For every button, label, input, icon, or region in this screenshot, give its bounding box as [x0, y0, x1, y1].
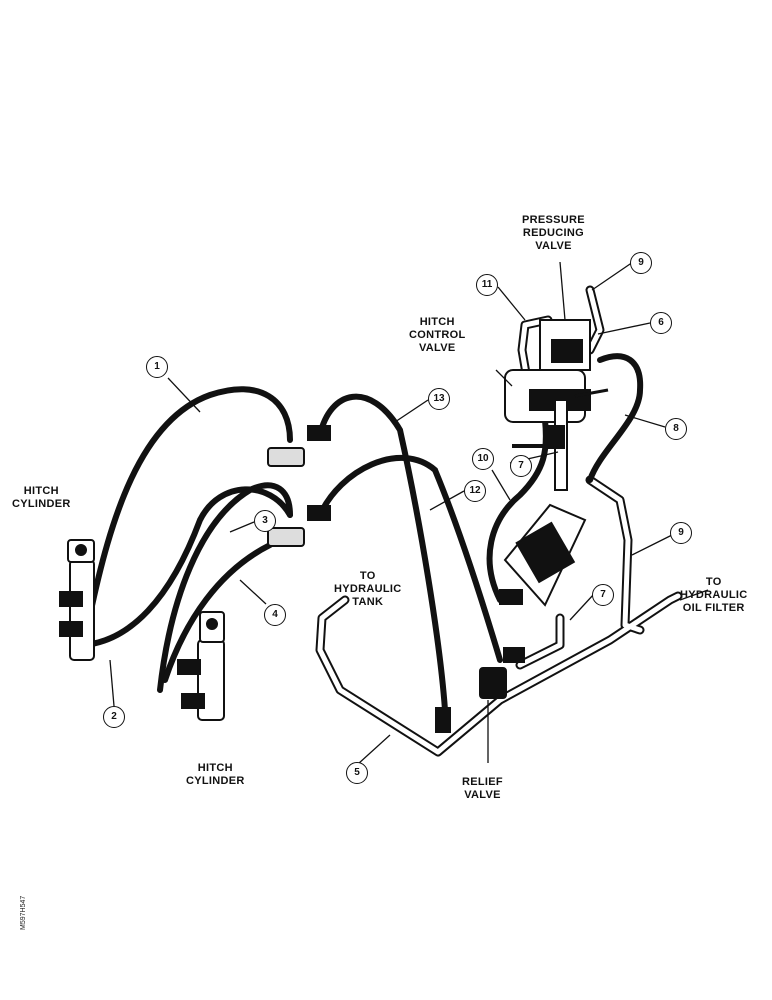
callout-7-upper: 7 [510, 455, 532, 477]
callout-7-lower: 7 [592, 584, 614, 606]
callout-9-lower: 9 [670, 522, 692, 544]
callout-4: 4 [264, 604, 286, 626]
relief-valve-label: RELIEF VALVE [462, 776, 503, 801]
callout-2: 2 [103, 706, 125, 728]
callout-3: 3 [254, 510, 276, 532]
callout-9-upper: 9 [630, 252, 652, 274]
relief-valve-art [435, 647, 525, 733]
callout-5: 5 [346, 762, 368, 784]
hitch-control-valve-art [504, 319, 609, 491]
to-hydraulic-oil-filter-label: TO HYDRAULIC OIL FILTER [680, 576, 748, 614]
to-hydraulic-tank-label: TO HYDRAULIC TANK [334, 570, 402, 608]
hoses [82, 353, 644, 713]
hitch-cylinder-center-label: HITCH CYLINDER [186, 762, 245, 787]
tee-fittings [267, 425, 331, 547]
pressure-reducing-valve-label: PRESSURE REDUCING VALVE [522, 214, 585, 252]
callout-6: 6 [650, 312, 672, 334]
hitch-cylinder-left-label: HITCH CYLINDER [12, 485, 71, 510]
callout-11: 11 [476, 274, 498, 296]
callout-8: 8 [665, 418, 687, 440]
hitch-control-valve-label: HITCH CONTROL VALVE [409, 316, 466, 354]
callout-13: 13 [428, 388, 450, 410]
hitch-cylinder-left-art [59, 539, 95, 661]
callout-10: 10 [472, 448, 494, 470]
figure-code: M597H547 [20, 895, 27, 930]
hitch-cylinder-center-art [177, 611, 225, 721]
steel-tubes [315, 285, 683, 757]
callout-1: 1 [146, 356, 168, 378]
remote-valve-art [499, 503, 587, 607]
callout-12: 12 [464, 480, 486, 502]
